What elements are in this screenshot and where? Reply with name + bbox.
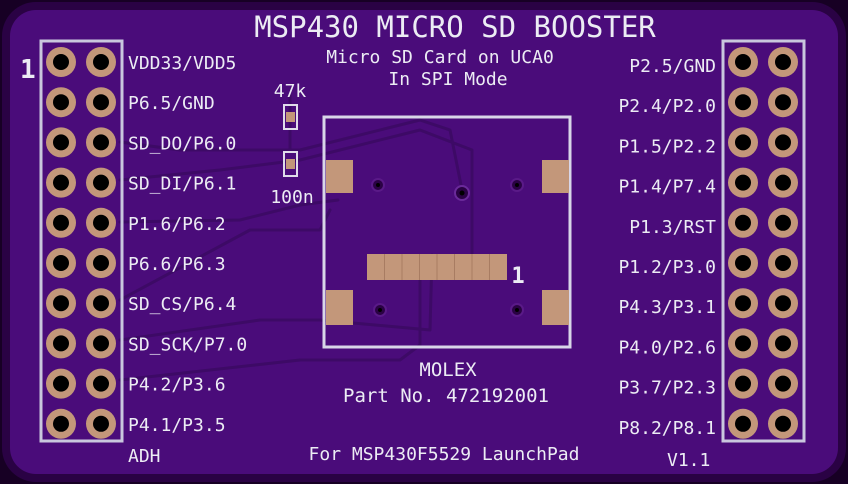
right-pin-pad (728, 368, 758, 399)
right-pin-label: P1.2/P3.0 (618, 257, 716, 278)
left-pin-pad (86, 328, 116, 359)
left-pin-pad (46, 87, 76, 118)
right-pin-pad (728, 87, 758, 118)
left-pin-pad (86, 288, 116, 319)
socket-pad-tl (326, 160, 353, 193)
right-pin-label: P4.3/P3.1 (618, 297, 716, 318)
socket-vias (371, 178, 524, 317)
board-subtitle-line1: Micro SD Card on UCA0 (326, 47, 554, 68)
right-pin-pad (728, 288, 758, 319)
right-header-outline (721, 39, 806, 443)
right-pin-pad (728, 248, 758, 278)
right-pin-label: P1.3/RST (629, 217, 716, 238)
right-pin-pad (768, 248, 798, 278)
left-pin-label: P6.6/P6.3 (128, 254, 226, 275)
right-pin-pad (768, 167, 798, 198)
right-pin-pad (768, 87, 798, 118)
left-pin-pad (86, 127, 116, 158)
right-pin-pad (728, 127, 758, 158)
right-pin-label: P1.4/P7.4 (618, 177, 716, 198)
left-pin-label: SD_DI/P6.1 (128, 174, 236, 195)
left-pin-label: SD_SCK/P7.0 (128, 334, 247, 355)
board-surface (10, 10, 838, 474)
right-pin-label: P2.5/GND (629, 56, 716, 77)
right-pin-pad (728, 408, 758, 439)
resistor-label: 47k (274, 81, 307, 102)
board-title: MSP430 MICRO SD BOOSTER (254, 10, 656, 44)
left-pin-pad (46, 328, 76, 359)
right-pin-pad (768, 408, 798, 439)
left-pin-pad (86, 87, 116, 118)
right-pin-header: P2.5/GND P2.4/P2.0P1.5/P2.2P1.4/P7.4P1.3/… (618, 39, 806, 443)
left-pin-label: P4.1/P3.5 (128, 415, 226, 436)
left-pin-pad (46, 47, 76, 77)
right-pin-pad (728, 167, 758, 198)
left-pin-pad (46, 127, 76, 158)
left-pin-pad (86, 368, 116, 399)
right-pin-pad (768, 47, 798, 77)
micro-sd-socket: 1 MOLEX Part No. 472192001 (322, 115, 572, 407)
left-pin-pad (46, 248, 76, 278)
left-pin-label: P4.2/P3.6 (128, 375, 226, 396)
left-pin-label: P1.6/P6.2 (128, 214, 226, 235)
left-pin-pad (86, 248, 116, 278)
left-pin-pad (46, 167, 76, 198)
socket-pad-br (542, 290, 569, 325)
copper-traces (118, 93, 474, 382)
right-pin-pad (768, 328, 798, 359)
right-pin-pad (728, 47, 758, 77)
right-pin-pad (768, 207, 798, 238)
footer-author: ADH (128, 446, 161, 467)
socket-pad-bl (326, 290, 353, 325)
capacitor-label: 100n (270, 187, 313, 208)
left-pin-label: SD_CS/P6.4 (128, 294, 236, 315)
right-pin-label: P2.4/P2.0 (618, 96, 716, 117)
right-pin-pad (768, 127, 798, 158)
right-pin-label: P3.7/P2.3 (618, 378, 716, 399)
right-pin-label: P1.5/P2.2 (618, 136, 716, 157)
right-pin-pad (768, 288, 798, 319)
left-pin-label: P6.5/GND (128, 93, 215, 114)
left-pin-pad (86, 47, 116, 77)
right-pin-pad (768, 368, 798, 399)
capacitor-100n: 100n (270, 151, 314, 208)
socket-pad-tr (542, 160, 569, 193)
socket-vendor: MOLEX (419, 359, 477, 381)
socket-outline (322, 115, 572, 349)
resistor-47k: 47k (274, 81, 307, 130)
left-pin-label: VDD33/VDD5 (128, 53, 236, 74)
left-pin-pad (46, 207, 76, 238)
left-pin-pad (46, 368, 76, 399)
left-header-outline (39, 39, 124, 443)
left-pin-label: SD_DO/P6.0 (128, 133, 236, 154)
right-pin-pad (728, 207, 758, 238)
right-pin-pad (728, 328, 758, 359)
right-pin-label: P8.2/P8.1 (618, 418, 716, 439)
left-pin-pad (86, 207, 116, 238)
footer-version: V1.1 (667, 450, 710, 471)
left-pin-pad (86, 167, 116, 198)
footer-target: For MSP430F5529 LaunchPad (309, 444, 580, 465)
left-pin-pad (46, 288, 76, 319)
board-subtitle-line2: In SPI Mode (388, 69, 507, 90)
socket-part-number: Part No. 472192001 (343, 385, 549, 407)
left-pin-pad (86, 408, 116, 439)
socket-pin1-marker: 1 (511, 264, 524, 289)
pin1-marker: 1 (20, 55, 36, 85)
right-pin-label: P4.0/P2.6 (618, 337, 716, 358)
left-pin-pad (46, 408, 76, 439)
